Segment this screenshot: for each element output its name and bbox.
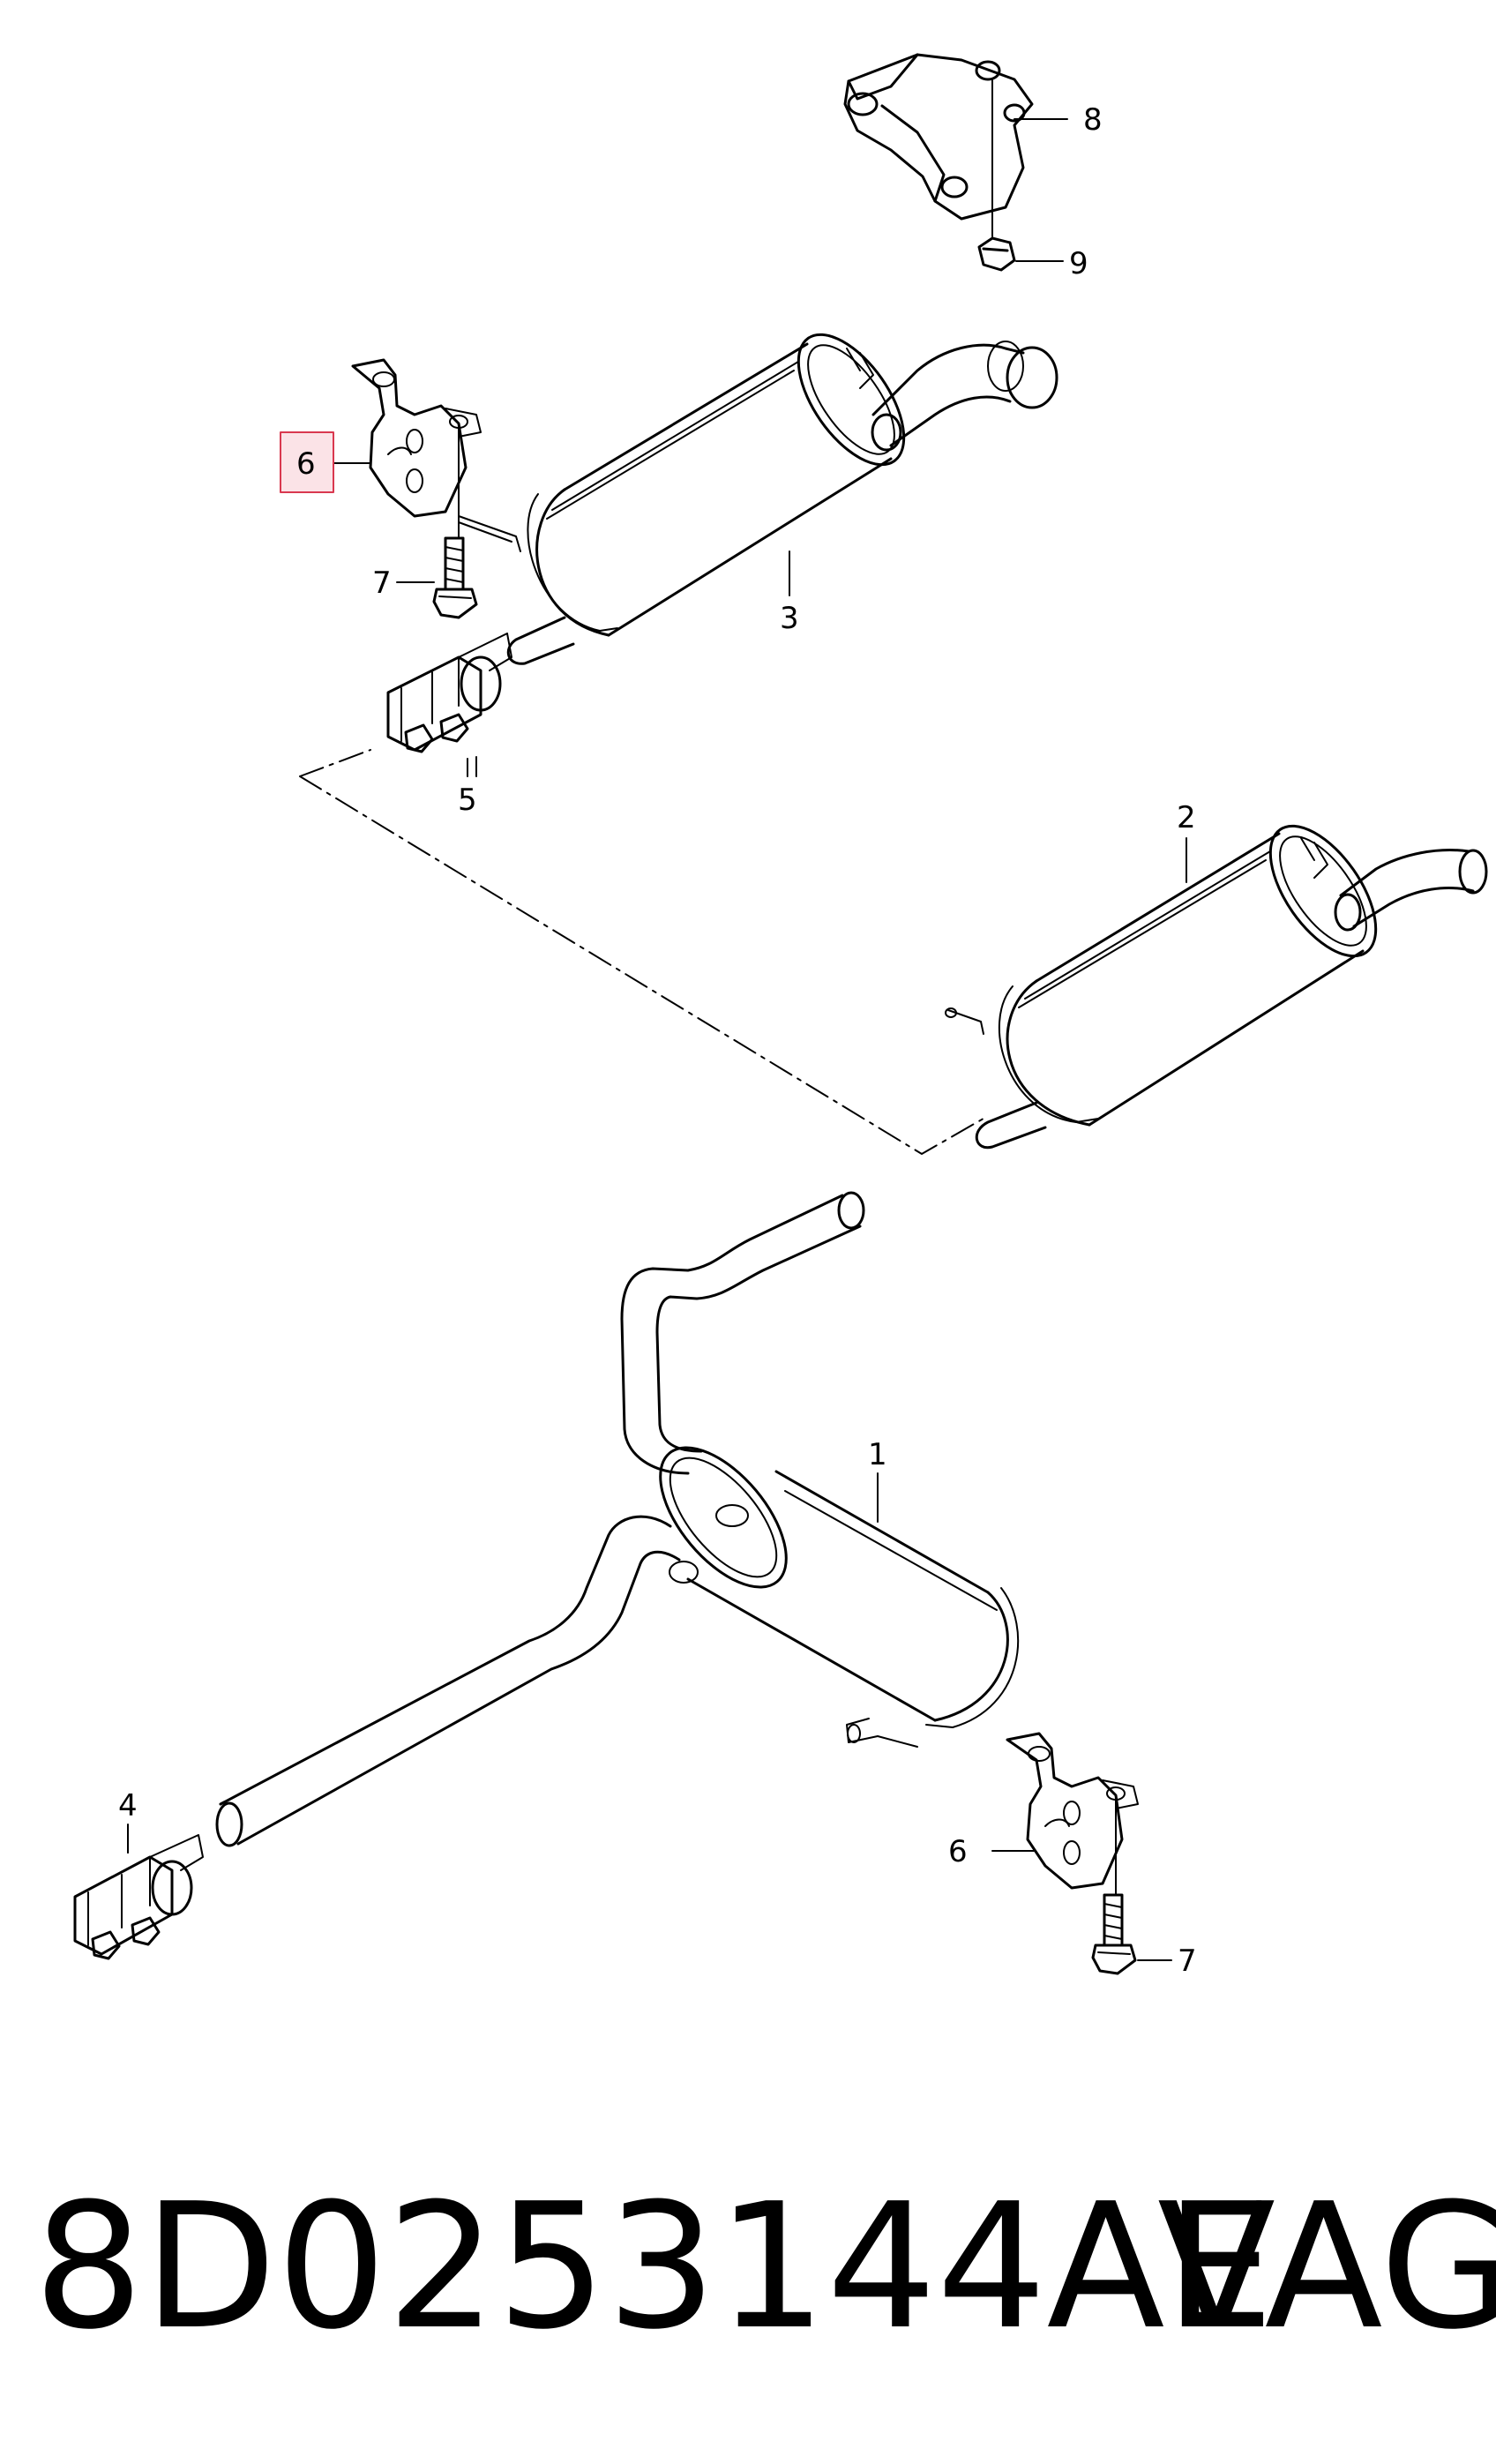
callout-6-bottom: 6 bbox=[948, 1834, 968, 1869]
exhaust-system-diagram: 8 9 6 7 3 5 2 1 4 6 7 bbox=[73, 53, 1488, 1979]
callout-7-bottom: 7 bbox=[1178, 1943, 1197, 1979]
part-number: 8D0253144AE bbox=[34, 2167, 1275, 2368]
callout-2: 2 bbox=[1177, 800, 1196, 835]
part-5-clamp bbox=[386, 633, 512, 777]
connection-line bbox=[299, 749, 989, 1155]
part-6-top-hanger bbox=[351, 358, 482, 539]
callout-7-top: 7 bbox=[372, 565, 392, 601]
callout-8: 8 bbox=[1083, 102, 1103, 138]
callout-9: 9 bbox=[1069, 246, 1088, 281]
footer: 8D0253144AE VAG bbox=[0, 2153, 1496, 2382]
leader-lines bbox=[127, 118, 1187, 1961]
callout-4: 4 bbox=[118, 1788, 138, 1824]
part-7-top-bolt bbox=[432, 536, 478, 619]
callout-6-top: 6 bbox=[296, 446, 316, 482]
callout-1: 1 bbox=[868, 1437, 887, 1472]
part-6-bottom-hanger bbox=[1006, 1732, 1139, 1896]
highlight-box bbox=[280, 431, 334, 493]
part-1-exhaust-pipe bbox=[215, 1191, 1020, 1847]
part-7-bottom-bolt bbox=[1091, 1893, 1137, 1975]
part-2-silencer bbox=[945, 824, 1488, 1150]
callout-5: 5 bbox=[458, 783, 477, 818]
part-8-mounting-bracket bbox=[843, 53, 1034, 221]
part-3-silencer bbox=[458, 333, 1058, 665]
part-4-clamp bbox=[73, 1825, 204, 1960]
part-9-nut bbox=[977, 209, 1016, 272]
callout-3: 3 bbox=[780, 601, 799, 636]
callout-labels: 8 9 6 7 3 5 2 1 4 6 7 bbox=[118, 102, 1197, 1979]
brand-name: VAG bbox=[1157, 2167, 1496, 2368]
